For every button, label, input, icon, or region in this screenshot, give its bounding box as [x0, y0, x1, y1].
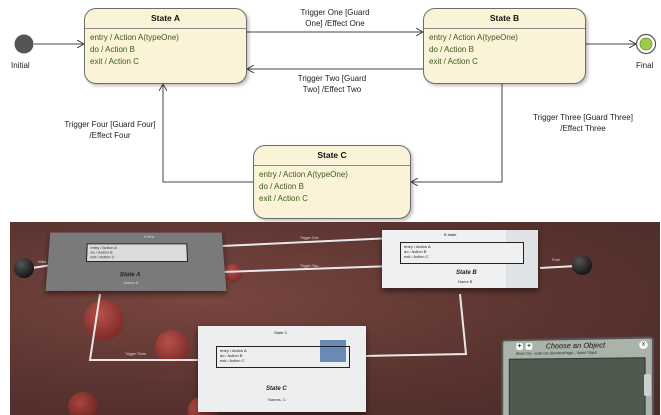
wire-label-one: Trigger One	[300, 236, 319, 240]
scene-state-b-top-label: B state	[444, 232, 457, 237]
transition-three	[411, 84, 503, 182]
transition-one-label: Trigger One [Guard One] /Effect One	[300, 8, 370, 28]
wire-label-final: Final	[552, 258, 560, 262]
final-label: Final	[636, 61, 654, 70]
state-c-exit: exit / Action C	[259, 194, 308, 203]
transition-lines	[14, 0, 657, 222]
state-a-title: State A	[85, 9, 246, 29]
state-a[interactable]: State A entry / Action A(typeOne) do / A…	[84, 8, 247, 84]
close-icon[interactable]: x	[639, 340, 648, 350]
state-b[interactable]: State B entry / Action A(typeOne) do / A…	[423, 8, 586, 84]
scene-state-b-inner: entry / Action A do / Action B exit / Ac…	[400, 242, 524, 264]
panel-scroll-handle[interactable]	[644, 374, 651, 396]
transition-four	[163, 84, 253, 183]
panel-object-list[interactable]	[508, 357, 646, 415]
transition-two-label: Trigger Two [Guard Two] /Effect Two	[297, 74, 367, 94]
scene-state-a-label: State A	[119, 272, 141, 279]
scene-state-a-inner: entry / Action A do / Action B exit / Ac…	[85, 243, 189, 262]
scene-state-a-top-label: PHEE	[143, 234, 155, 239]
state-a-entry: entry / Action A(typeOne)	[90, 33, 179, 42]
scene-wires	[31, 237, 577, 361]
scene-state-c-top-label: State C	[274, 330, 288, 335]
state-b-title: State B	[424, 9, 585, 29]
panel-subtitle: Block One - scale one (SandboxPage) - Sy…	[516, 350, 598, 356]
transition-four-label: Trigger Four [Guard Four] /Effect Four	[64, 120, 156, 140]
initial-sphere	[14, 258, 34, 278]
panel-title: Choose an Object	[545, 340, 606, 351]
state-diagram: Initial Final State A entry / Action A(t…	[11, 0, 657, 222]
scene-state-c-label: State C	[266, 386, 287, 392]
state-b-entry: entry / Action A(typeOne)	[429, 33, 518, 42]
red-sphere-4	[68, 392, 98, 415]
state-a-do: do / Action B	[90, 45, 135, 54]
scene-state-a-sub: Name A	[123, 280, 139, 286]
initial-label: Initial	[11, 61, 30, 70]
red-sphere-1	[84, 300, 124, 340]
state-b-do: do / Action B	[429, 45, 474, 54]
scene-state-b-label: State B	[456, 270, 477, 276]
state-b-exit: exit / Action C	[429, 57, 478, 66]
scene-state-c-sub: Names, C	[268, 397, 286, 402]
wire-label-initial: Initial	[38, 260, 47, 264]
transition-three-label: Trigger Three [Guard Three] /Effect Thre…	[533, 113, 633, 133]
final-sphere	[572, 255, 592, 275]
red-sphere-2	[155, 330, 189, 364]
choose-object-panel[interactable]: + + Choose an Object x Block One - scale…	[501, 336, 655, 415]
red-sphere-5	[224, 264, 242, 282]
state-a-exit: exit / Action C	[90, 57, 139, 66]
wire-label-two: Trigger Two	[300, 264, 319, 268]
scene-3d: Blocks Initial Final Trigger One Trigger…	[10, 222, 660, 415]
state-c-do: do / Action B	[259, 182, 304, 191]
state-c-entry: entry / Action A(typeOne)	[259, 170, 348, 179]
scene-state-c[interactable]: State C entry / Action A do / Action B e…	[198, 326, 366, 412]
initial-node	[14, 34, 34, 54]
scene-state-b-sub: Name B	[458, 279, 473, 284]
scene-state-c-highlight	[320, 340, 346, 362]
wire-label-three: Trigger Three	[125, 352, 147, 356]
state-c-title: State C	[254, 146, 410, 166]
scene-state-a[interactable]: PHEE entry / Action A do / Action B exit…	[45, 232, 227, 291]
scene-state-c-inner: entry / Action A do / Action B exit / Ac…	[216, 346, 350, 368]
state-c[interactable]: State C entry / Action A(typeOne) do / A…	[253, 145, 411, 219]
scene-state-b[interactable]: B state entry / Action A do / Action B e…	[382, 230, 538, 288]
